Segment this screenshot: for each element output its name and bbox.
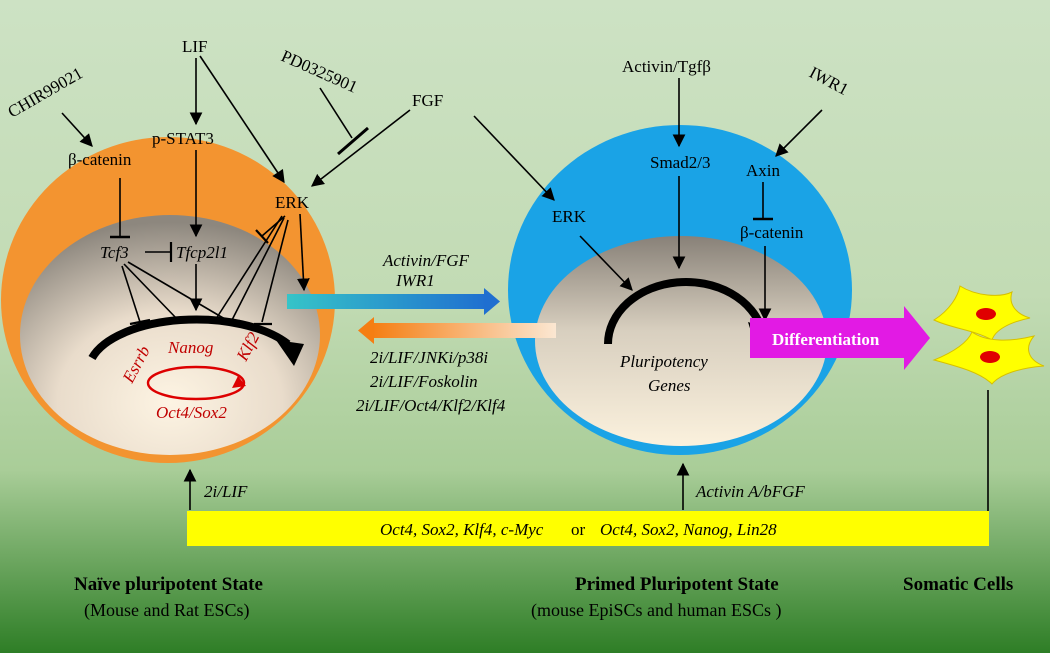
pstat3-label: p-STAT3: [152, 129, 214, 148]
primed-signaling-edges: [473, 78, 823, 322]
edge-erk-pluripotency: [579, 235, 633, 291]
edge-tcf3-esrrb-inh: [121, 265, 141, 323]
axin-label: Axin: [746, 161, 781, 180]
naive-red-loop-arrowhead: [232, 376, 246, 388]
erk-naive-label: ERK: [275, 193, 310, 212]
reprogramming-bar: 2i/LIF Activin A/bFGF Oct4, Sox2, Klf4, …: [183, 390, 989, 546]
reverse-transition-label-3: 2i/LIF/Oct4/Klf2/Klf4: [356, 396, 506, 415]
tcf3-label: Tcf3: [100, 243, 129, 262]
erk-primed-label: ERK: [552, 207, 587, 226]
edge-tcf3-esrrb-bar: [129, 318, 151, 326]
forward-transition-label-1: Activin/FGF: [382, 251, 470, 270]
tfcp2l1-label: Tfcp2l1: [176, 243, 228, 262]
nanog-label: Nanog: [167, 338, 213, 357]
pluripotency-genes-label-2: Genes: [648, 376, 691, 395]
reverse-transition-arrow: [358, 317, 556, 344]
edge-chir-betacatenin: [61, 112, 93, 147]
edge-erk-tfcp2l1: [261, 215, 286, 237]
smad23-label: Smad2/3: [650, 153, 710, 172]
fgf-naive-label: FGF: [412, 91, 443, 110]
reverse-transition-label-1: 2i/LIF/JNKi/p38i: [370, 348, 488, 367]
naive-cycle-arrowhead: [276, 340, 304, 366]
pluripotency-genes-label-1: Pluripotency: [619, 352, 708, 371]
primed-cell: [508, 125, 852, 455]
primed-cycle-arrow: [604, 277, 766, 345]
primed-nucleus: [535, 236, 827, 446]
forward-transition-arrow: [287, 288, 500, 315]
naive-state-subtitle: (Mouse and Rat ESCs): [84, 600, 250, 621]
edge-lif-erk: [199, 55, 285, 184]
edge-fgf-erk: [310, 109, 411, 187]
differentiation-arrow: Differentiation: [750, 306, 930, 370]
edge-pd-inhibit: [319, 87, 353, 139]
edge-tcf3-nanog-inh: [123, 263, 179, 321]
activin-tgfb-label: Activin/Tgfβ: [622, 57, 711, 76]
forward-transition-label-2: IWR1: [395, 271, 435, 290]
edge-pd-bar: [337, 126, 369, 156]
naive-cycle-arrow: [88, 315, 291, 361]
naive-state-title: Naïve pluripotent State: [74, 574, 263, 595]
somatic-cells: [932, 285, 1045, 385]
or-label: or: [571, 520, 586, 539]
naive-red-loop: [146, 365, 246, 401]
edge-tcf3-klf2-inh: [127, 261, 231, 323]
yamanaka-factors-label: Oct4, Sox2, Klf4, c-Myc: [380, 520, 544, 539]
edge-iwr1-axin: [775, 109, 823, 157]
somatic-cells-title: Somatic Cells: [903, 574, 1013, 595]
somatic-nucleus-bottom: [980, 351, 1000, 363]
edge-erk-esrrb-inh: [213, 215, 283, 323]
edge-erk-nanog-inh: [231, 217, 285, 321]
lif-label: LIF: [182, 37, 208, 56]
primed-state-subtitle: (mouse EpiSCs and human ESCs ): [531, 600, 782, 621]
edge-fgf-erk-primed: [473, 115, 555, 201]
primed-state-title: Primed Pluripotent State: [575, 574, 779, 595]
naive-signaling-edges: [61, 55, 411, 326]
edge-erk-klf2: [297, 213, 310, 292]
beta-catenin-naive-label: β-catenin: [68, 150, 132, 169]
thomson-factors-label: Oct4, Sox2, Nanog, Lin28: [600, 520, 777, 539]
somatic-nucleus-top: [976, 308, 996, 320]
edge-erk-klf2-inh: [261, 219, 289, 323]
oct4-sox2-label: Oct4/Sox2: [156, 403, 227, 422]
to-primed-label: Activin A/bFGF: [695, 482, 805, 501]
beta-catenin-primed-label: β-catenin: [740, 223, 804, 242]
to-naive-label: 2i/LIF: [204, 482, 248, 501]
differentiation-label: Differentiation: [772, 330, 880, 349]
reverse-transition-label-2: 2i/LIF/Foskolin: [370, 372, 478, 391]
